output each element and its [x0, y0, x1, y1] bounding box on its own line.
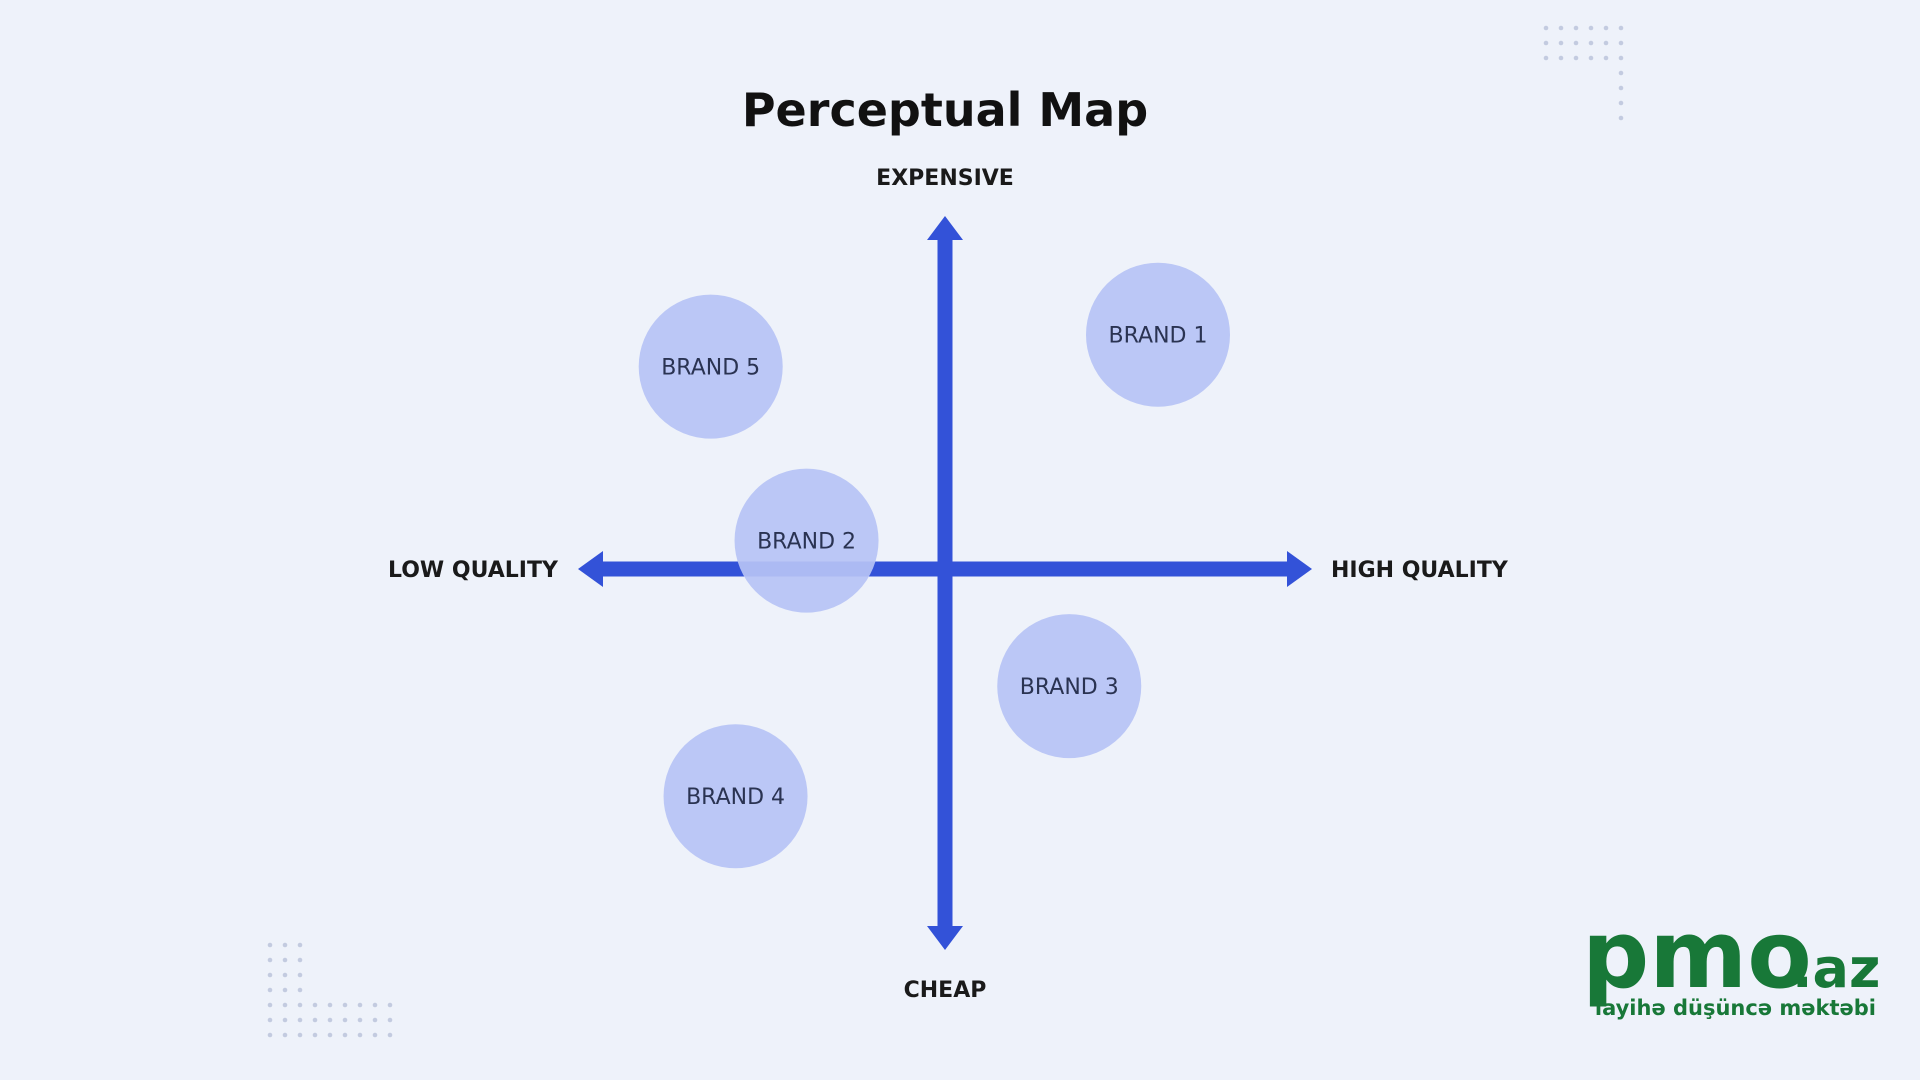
brand-bubble-3: BRAND 2	[734, 468, 879, 613]
decorative-dot	[342, 1017, 348, 1023]
axis-label-cheap: CHEAP	[904, 978, 987, 1003]
decorative-dot	[267, 972, 273, 978]
brand-circle	[638, 294, 783, 439]
decorative-dot	[372, 1017, 378, 1023]
decorative-dot	[1603, 55, 1609, 61]
decorative-dot	[1618, 55, 1624, 61]
decorative-dot	[1618, 100, 1624, 106]
decorative-dot	[1558, 55, 1564, 61]
decorative-dot	[1603, 40, 1609, 46]
decorative-dot	[342, 1002, 348, 1008]
decorative-dot	[327, 1032, 333, 1038]
decorative-dot	[267, 1002, 273, 1008]
decorative-dot	[1573, 25, 1579, 31]
decorative-dot	[1618, 40, 1624, 46]
decorative-dot	[1558, 40, 1564, 46]
decorative-dot	[267, 957, 273, 963]
pmo-logo: pmo .az layihə düşüncə məktəbi	[1582, 901, 1880, 1020]
axes	[578, 216, 1312, 950]
decorative-dot	[282, 972, 288, 978]
decorative-dot	[1543, 55, 1549, 61]
axis-label-low-quality: LOW QUALITY	[388, 558, 559, 583]
brand-circle	[1086, 262, 1230, 407]
logo-suffix: .az	[1792, 937, 1880, 1000]
decorative-dots-top-right	[1543, 25, 1624, 121]
decorative-dot	[312, 1017, 318, 1023]
decorative-dot	[372, 1002, 378, 1008]
decorative-dot	[282, 987, 288, 993]
decorative-dot	[282, 1032, 288, 1038]
decorative-dot	[282, 1002, 288, 1008]
decorative-dot	[1618, 25, 1624, 31]
decorative-dot	[297, 942, 303, 948]
decorative-dot	[297, 1032, 303, 1038]
logo-tagline: layihə düşüncə məktəbi	[1595, 996, 1876, 1020]
decorative-dot	[327, 1017, 333, 1023]
decorative-dot	[357, 1017, 363, 1023]
brand-label: BRAND 4	[686, 785, 785, 810]
axis-arrow-left-icon	[578, 551, 603, 587]
decorative-dot	[297, 1017, 303, 1023]
decorative-dot	[1573, 55, 1579, 61]
decorative-dot	[1618, 115, 1624, 121]
brand-bubble-4: BRAND 3	[997, 614, 1142, 759]
brand-label: BRAND 3	[1020, 675, 1119, 700]
decorative-dot	[1588, 25, 1594, 31]
decorative-dot	[387, 1032, 393, 1038]
decorative-dot	[282, 957, 288, 963]
decorative-dot	[357, 1002, 363, 1008]
decorative-dot	[297, 987, 303, 993]
axis-label-high-quality: HIGH QUALITY	[1331, 558, 1509, 583]
decorative-dot	[282, 1017, 288, 1023]
decorative-dot	[1558, 25, 1564, 31]
decorative-dot	[267, 987, 273, 993]
decorative-dot	[297, 1002, 303, 1008]
decorative-dot	[312, 1032, 318, 1038]
decorative-dot	[1588, 55, 1594, 61]
decorative-dot	[1573, 40, 1579, 46]
brand-label: BRAND 2	[757, 530, 856, 555]
decorative-dots-bottom-left	[267, 942, 393, 1038]
axis-arrow-up-icon	[927, 216, 963, 240]
page-title: Perceptual Map	[742, 83, 1148, 137]
axis-arrow-down-icon	[927, 926, 963, 950]
axis-arrow-right-icon	[1287, 551, 1312, 587]
decorative-dot	[1603, 25, 1609, 31]
decorative-dot	[267, 942, 273, 948]
brand-circle	[997, 614, 1142, 759]
brand-label: BRAND 1	[1109, 324, 1208, 349]
decorative-dot	[297, 957, 303, 963]
axis-label-expensive: EXPENSIVE	[876, 166, 1014, 191]
decorative-dot	[1543, 40, 1549, 46]
decorative-dot	[267, 1017, 273, 1023]
decorative-dot	[1588, 40, 1594, 46]
decorative-dot	[387, 1002, 393, 1008]
brand-bubble-1: BRAND 1	[1086, 262, 1230, 407]
decorative-dot	[282, 942, 288, 948]
decorative-dot	[1543, 25, 1549, 31]
decorative-dot	[267, 1032, 273, 1038]
decorative-dot	[1618, 70, 1624, 76]
decorative-dot	[1618, 85, 1624, 91]
brand-bubble-5: BRAND 4	[663, 724, 808, 869]
decorative-dot	[327, 1002, 333, 1008]
decorative-dot	[342, 1032, 348, 1038]
decorative-dot	[297, 972, 303, 978]
brand-circle	[734, 468, 879, 613]
decorative-dot	[387, 1017, 393, 1023]
brand-bubbles: BRAND 1 BRAND 5 BRAND 2 BRAND 3 BRAND 4	[638, 262, 1230, 869]
decorative-dot	[357, 1032, 363, 1038]
decorative-dot	[372, 1032, 378, 1038]
decorative-dot	[312, 1002, 318, 1008]
brand-bubble-2: BRAND 5	[638, 294, 783, 439]
logo-wordmark: pmo	[1582, 901, 1812, 1010]
brand-circle	[663, 724, 808, 869]
brand-label: BRAND 5	[661, 356, 760, 381]
